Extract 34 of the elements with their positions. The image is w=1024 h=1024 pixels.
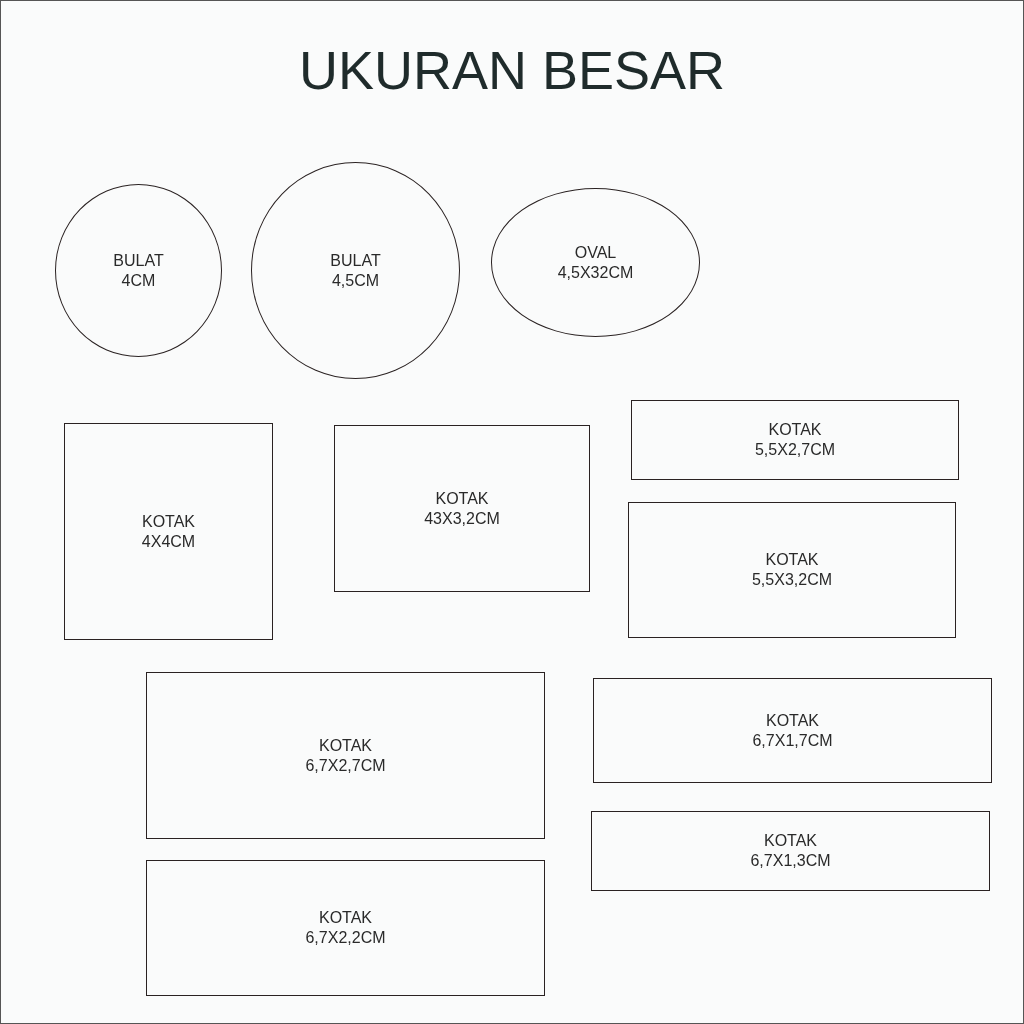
shape-name-label: BULAT	[113, 250, 164, 271]
shape-name-label: KOTAK	[141, 511, 195, 532]
shape-name-label: KOTAK	[765, 710, 819, 731]
rectangle-shape	[64, 423, 273, 640]
rectangle-shape	[146, 672, 545, 839]
diagram-title: UKURAN BESAR	[297, 39, 727, 101]
ellipse-shape	[251, 162, 460, 379]
size-label: 6,7X1,3CM	[750, 851, 831, 871]
size-label: 4,5X32CM	[557, 262, 634, 283]
rectangle-shape	[631, 400, 959, 480]
size-label: 5,5X3,2CM	[751, 570, 832, 590]
size-label: 6,7X1,7CM	[752, 730, 833, 751]
shape-name-label: KOTAK	[763, 831, 817, 851]
size-label: 4,5CM	[331, 270, 380, 291]
rectangle-shape	[591, 811, 990, 891]
shape-name-label: KOTAK	[768, 420, 822, 440]
shape-name-label: BULAT	[330, 250, 381, 271]
size-label: 6,7X2,7CM	[305, 755, 386, 776]
rectangle-shape	[593, 678, 992, 783]
ellipse-shape	[491, 188, 700, 337]
rectangle-shape	[146, 860, 545, 996]
size-label: 4CM	[121, 270, 156, 291]
rectangle-shape	[334, 425, 590, 592]
size-label: 5,5X2,7CM	[754, 440, 835, 460]
size-label: 43X3,2CM	[424, 508, 500, 529]
ellipse-shape	[55, 184, 222, 357]
shape-name-label: KOTAK	[435, 488, 489, 509]
shape-name-label: KOTAK	[765, 550, 819, 570]
size-label: 4X4CM	[141, 531, 196, 552]
rectangle-shape	[628, 502, 956, 638]
shape-name-label: KOTAK	[318, 908, 372, 928]
shape-name-label: OVAL	[574, 242, 617, 263]
shape-name-label: KOTAK	[318, 735, 372, 756]
size-label: 6,7X2,2CM	[305, 928, 386, 948]
